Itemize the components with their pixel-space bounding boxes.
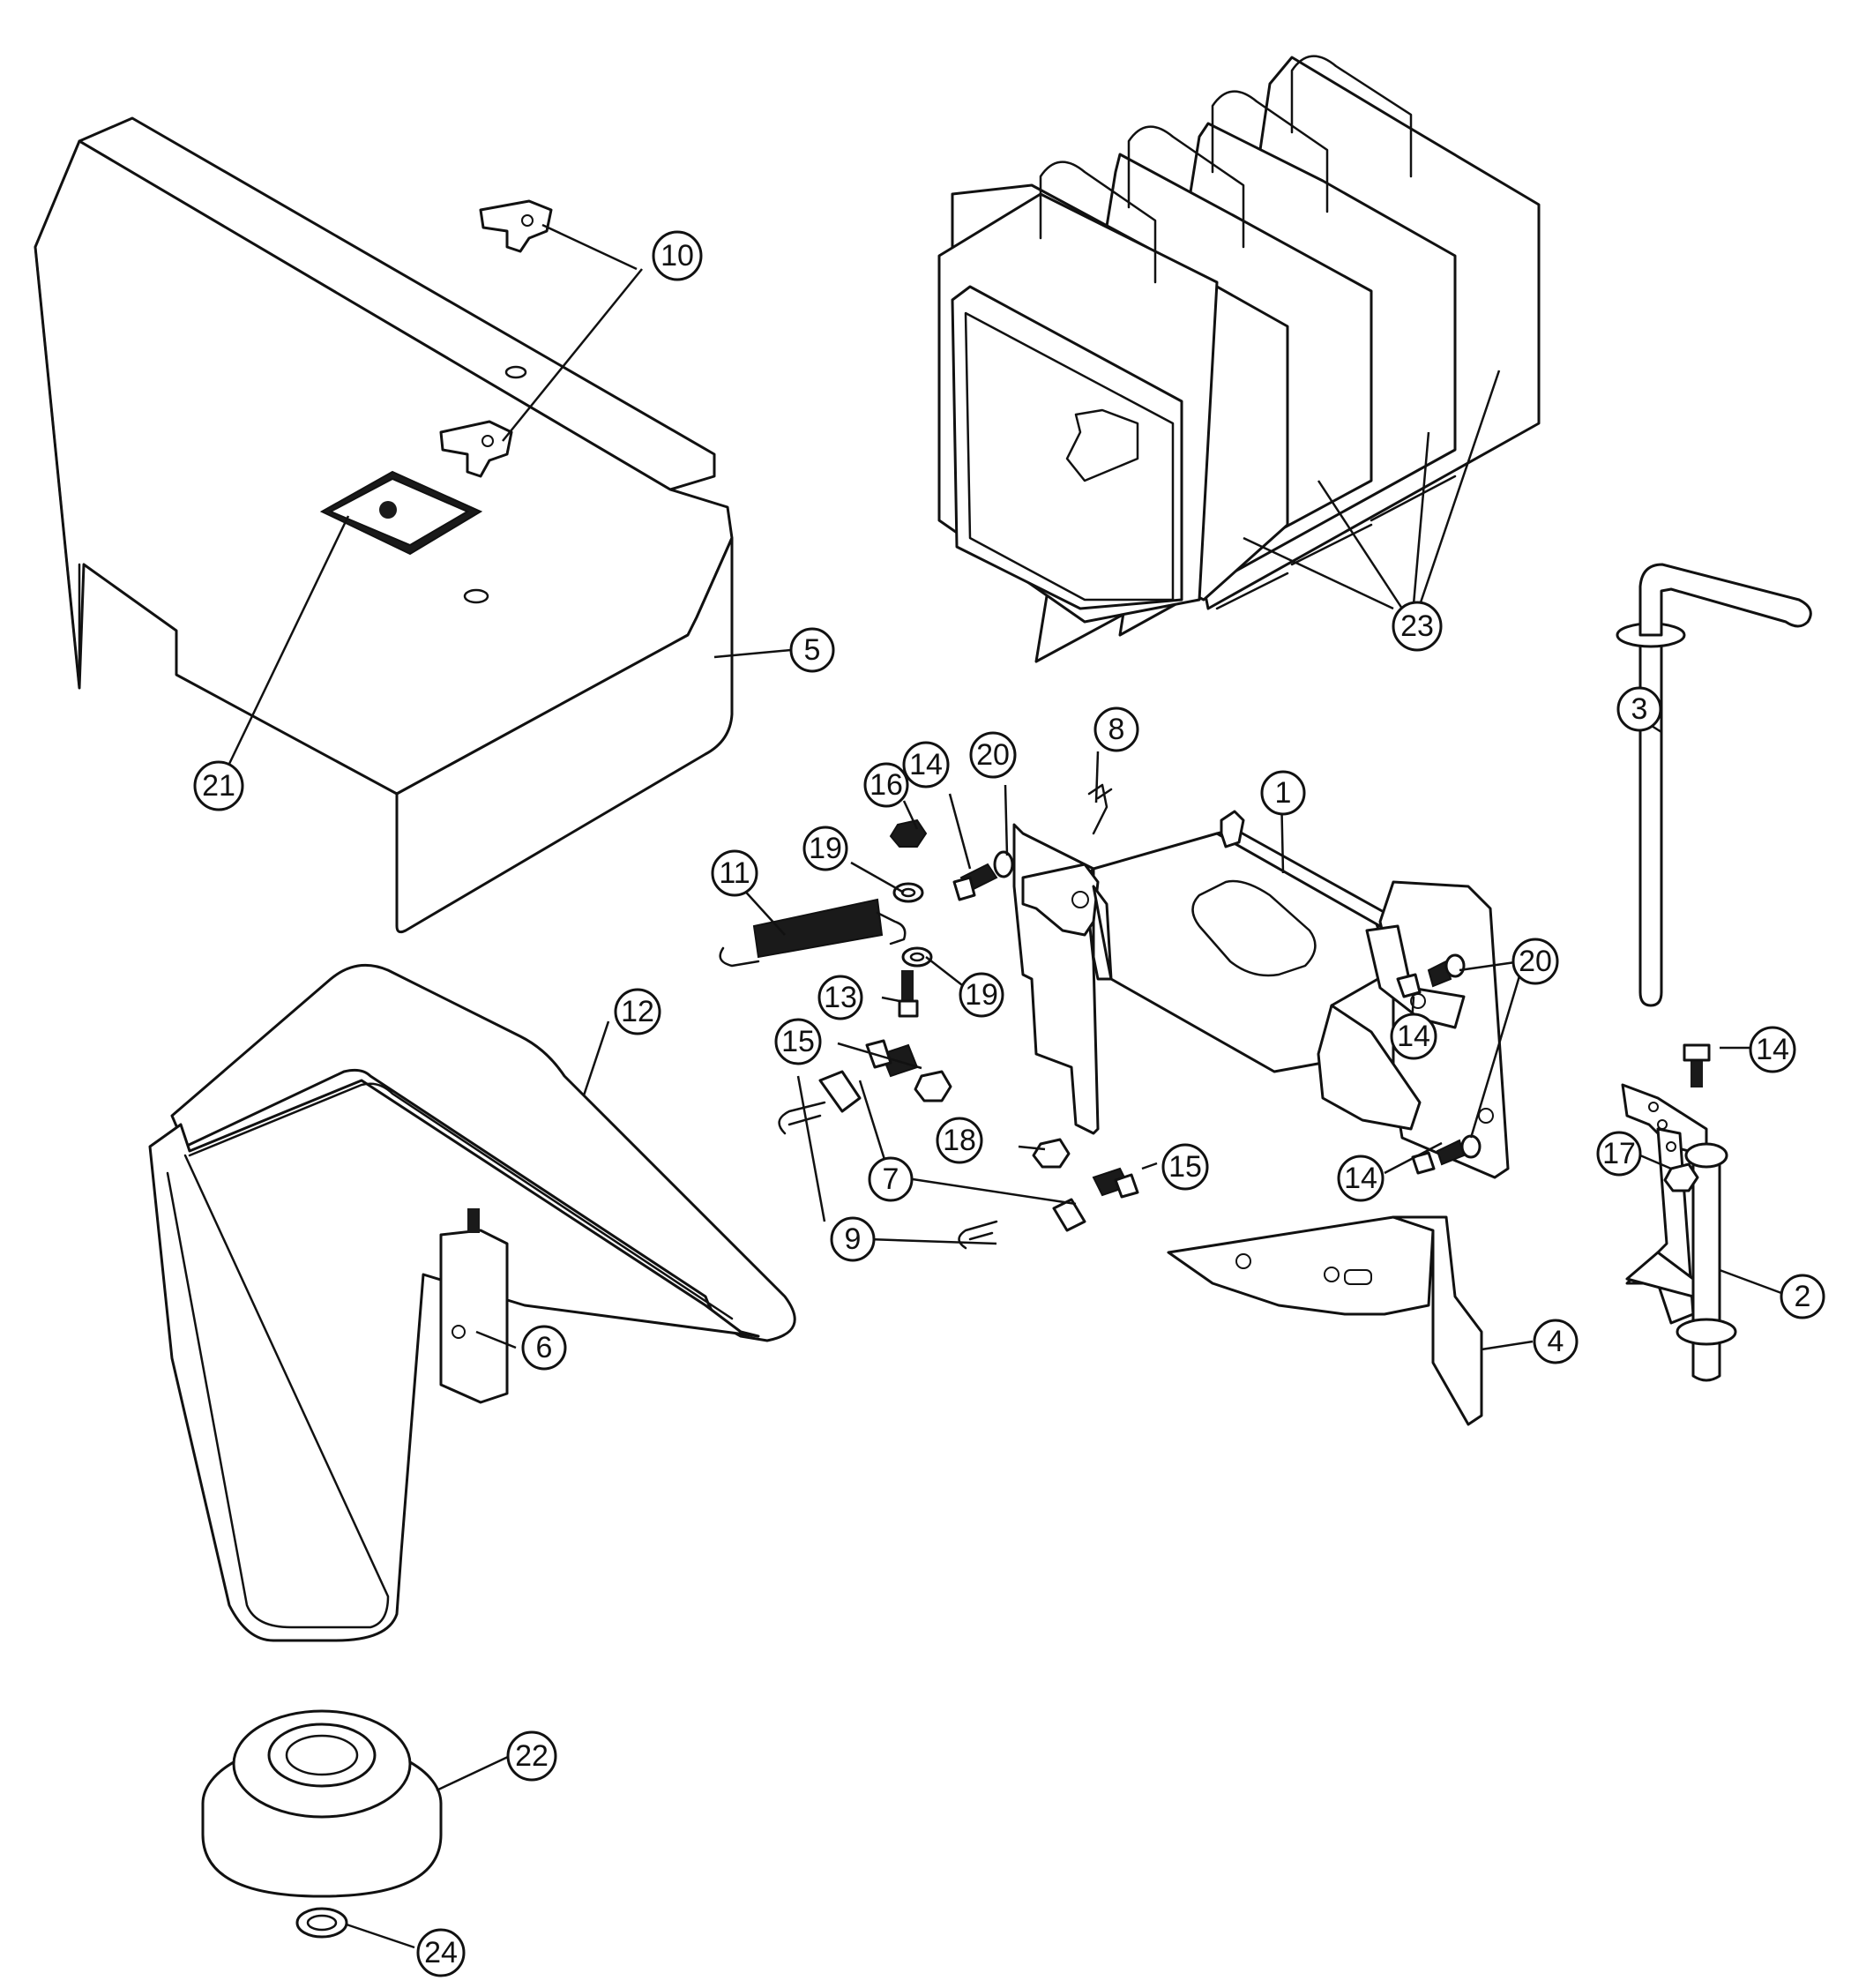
callout-17: 17 (1596, 1131, 1642, 1177)
callout-4-label: 4 (1548, 1325, 1564, 1358)
hardware-pin-8 (1087, 783, 1113, 835)
callout-2-label: 2 (1795, 1280, 1811, 1313)
hardware-washer-20b (1444, 953, 1466, 978)
callout-6-label: 6 (536, 1331, 553, 1364)
hardware-pin-7b (1052, 1198, 1086, 1232)
pivot-bracket (1621, 1083, 1737, 1382)
callout-10: 10 (652, 230, 703, 281)
small-bracket (439, 1208, 509, 1404)
callout-15b: 15 (1161, 1143, 1209, 1191)
hardware-nut-18b (1032, 1138, 1071, 1169)
callout-14d: 14 (1749, 1026, 1796, 1073)
callout-5-label: 5 (804, 633, 821, 667)
hardware-bolt-14c (1411, 1139, 1466, 1175)
callout-18-label: 18 (943, 1124, 976, 1157)
callout-24: 24 (416, 1928, 466, 1977)
callout-9: 9 (830, 1216, 876, 1262)
callout-8: 8 (1093, 706, 1139, 752)
callout-6: 6 (521, 1325, 567, 1371)
callout-1: 1 (1260, 770, 1306, 816)
callout-12-label: 12 (621, 995, 654, 1028)
callout-8-label: 8 (1108, 713, 1125, 746)
spacer-ring (295, 1907, 348, 1939)
leader-lines (228, 223, 1782, 1949)
hardware-bolt-15a (865, 1039, 919, 1078)
callout-23: 23 (1392, 601, 1443, 652)
hardware-washer-19a (892, 882, 924, 903)
hardware-bolt-13 (898, 970, 919, 1018)
extension-spring (719, 898, 907, 968)
callout-15b-label: 15 (1168, 1150, 1202, 1184)
callout-20b: 20 (1511, 938, 1559, 985)
callout-21: 21 (193, 760, 244, 811)
callout-13: 13 (817, 975, 863, 1020)
main-bracket (1012, 810, 1510, 1179)
hardware-clip-9b (958, 1220, 998, 1250)
knob-lower (439, 420, 513, 478)
callout-5: 5 (789, 627, 835, 673)
callout-14b-label: 14 (1397, 1020, 1430, 1053)
callout-7-label: 7 (883, 1162, 899, 1196)
callout-14b: 14 (1390, 1013, 1437, 1060)
callout-11: 11 (711, 849, 758, 897)
callout-13-label: 13 (824, 981, 857, 1014)
belt-guard-cover (34, 116, 734, 934)
hardware-bolt-14a (952, 863, 998, 901)
hardware-nut-17 (1663, 1162, 1699, 1192)
callout-23-label: 23 (1400, 609, 1434, 643)
hardware-pin-7a (818, 1070, 862, 1113)
callout-10-label: 10 (661, 239, 694, 273)
callout-2: 2 (1780, 1274, 1825, 1319)
callout-19b-label: 19 (965, 978, 998, 1012)
callout-19b: 19 (959, 972, 1004, 1018)
callout-22-label: 22 (515, 1739, 549, 1773)
pulley (201, 1709, 443, 1898)
callout-22: 22 (506, 1730, 557, 1782)
callout-15a: 15 (774, 1018, 822, 1065)
callout-20a-label: 20 (976, 738, 1010, 772)
hardware-washer-19b (901, 946, 933, 968)
callout-4: 4 (1533, 1319, 1579, 1364)
callout-16-label: 16 (870, 768, 903, 802)
callout-14c-label: 14 (1344, 1162, 1377, 1195)
hardware-clip-9a (778, 1101, 826, 1135)
drive-belt (148, 963, 796, 1642)
callout-3-label: 3 (1631, 692, 1648, 726)
lift-rod (1616, 563, 1812, 1007)
callout-14a: 14 (902, 741, 950, 788)
hardware-washer-20a (993, 850, 1014, 878)
callout-15a-label: 15 (781, 1025, 815, 1058)
callout-17-label: 17 (1602, 1137, 1636, 1170)
hardware-bolt-15b (1092, 1167, 1139, 1199)
hardware-nut-16 (889, 818, 928, 848)
callout-19a: 19 (802, 826, 848, 871)
callout-1-label: 1 (1275, 776, 1292, 810)
callout-20a: 20 (969, 731, 1017, 779)
warning-decal (319, 470, 483, 556)
callout-11-label: 11 (719, 856, 750, 890)
callout-3: 3 (1616, 686, 1662, 732)
callout-14c: 14 (1337, 1155, 1385, 1202)
callout-7: 7 (868, 1156, 914, 1202)
callout-24-label: 24 (424, 1936, 458, 1969)
callout-14a-label: 14 (909, 748, 943, 781)
weight-stack (937, 55, 1541, 663)
hardware-bolt-14d (1683, 1043, 1711, 1087)
callout-14d-label: 14 (1756, 1033, 1789, 1066)
hardware-nut-18a (914, 1070, 952, 1102)
callout-21-label: 21 (202, 769, 235, 803)
callout-18: 18 (936, 1117, 983, 1164)
hardware-washer-20c (1460, 1134, 1482, 1159)
callout-12: 12 (614, 988, 661, 1035)
knob-upper (479, 199, 553, 253)
callout-9-label: 9 (845, 1222, 862, 1256)
callout-20b-label: 20 (1519, 945, 1552, 978)
callout-16: 16 (863, 762, 909, 808)
lower-bracket (1167, 1215, 1483, 1426)
callout-19a-label: 19 (809, 832, 842, 865)
